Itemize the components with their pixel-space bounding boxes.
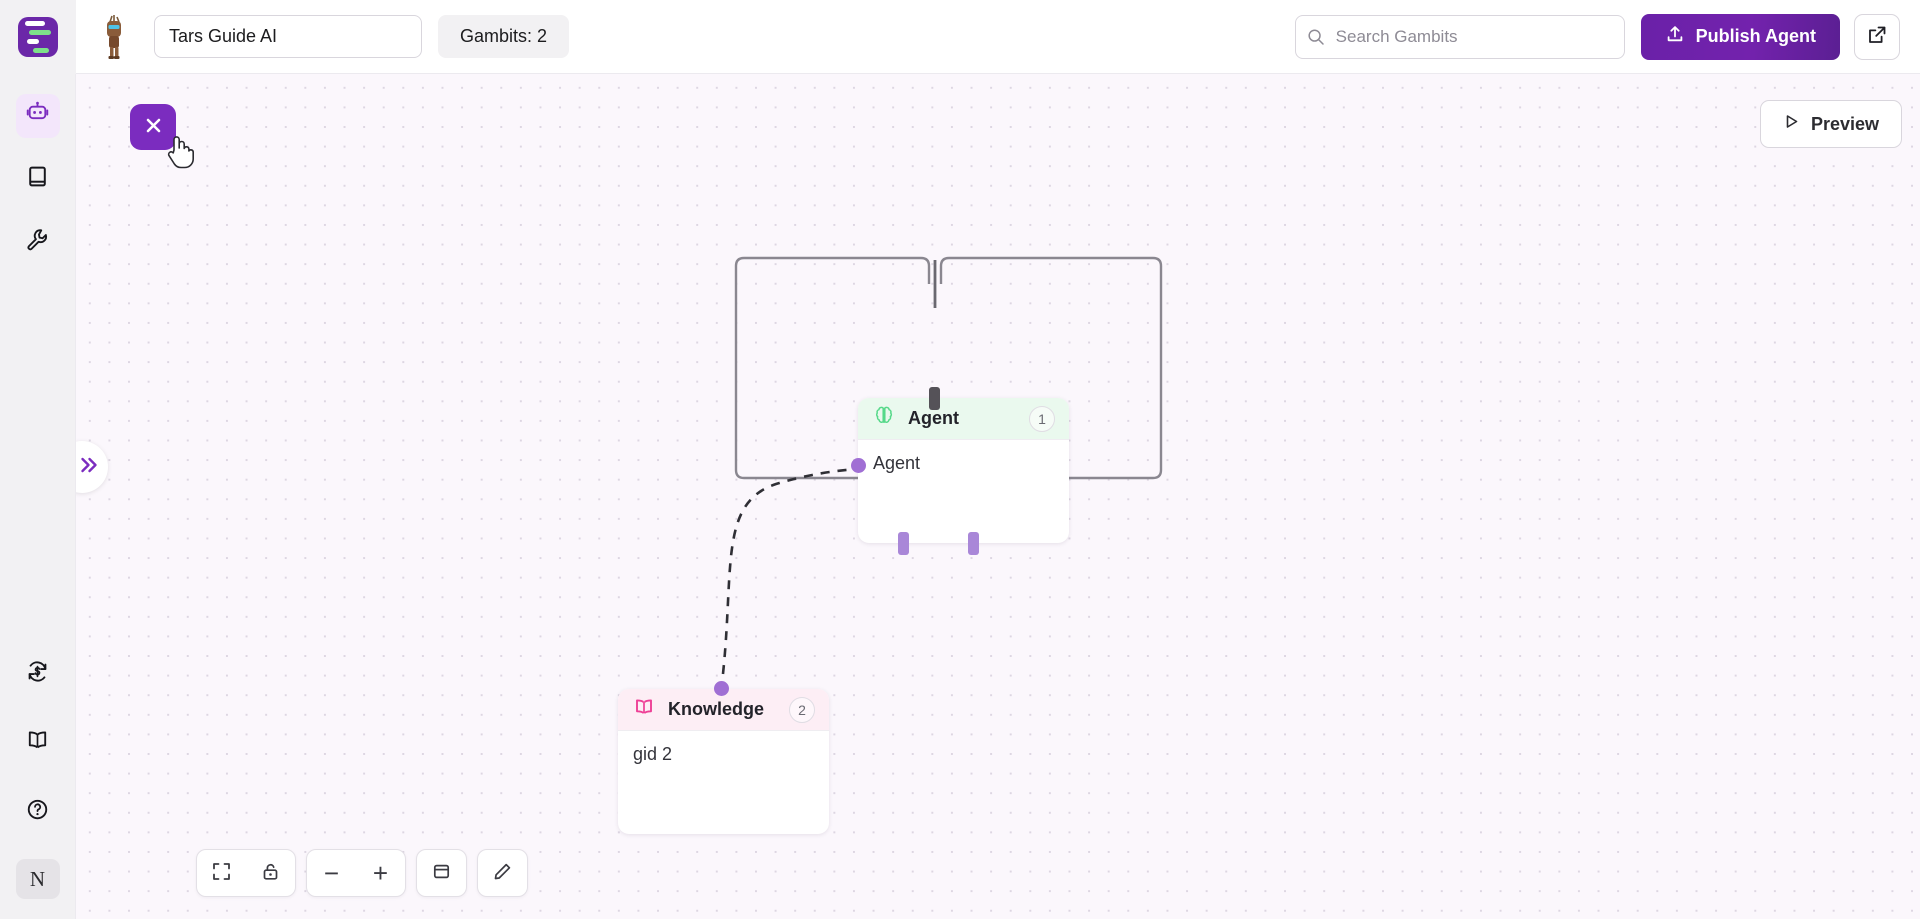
node-agent-header: Agent 1 [858,398,1069,439]
flow-canvas[interactable]: Agent 1 Agent Knowledge 2 gid 2 [76,74,1920,919]
node-agent-badge: 1 [1029,405,1055,432]
dollar-refresh-icon [25,659,50,689]
node-knowledge-header: Knowledge 2 [618,689,829,730]
toolbar-group-view [196,849,296,897]
agent-name-input[interactable] [154,15,422,58]
gambits-count-chip: Gambits: 2 [438,15,570,58]
agent-target-handle-left[interactable] [851,458,866,473]
app-logo[interactable] [0,0,76,74]
search-input[interactable] [1294,14,1625,59]
user-avatar-button[interactable]: N [15,859,60,899]
robot-icon [25,101,50,131]
close-x-icon [143,115,164,139]
user-initial: N [29,866,46,891]
toggle-minimap-button[interactable] [417,850,466,896]
play-triangle-icon [1783,113,1800,135]
node-knowledge-badge: 2 [789,696,815,723]
chevron-double-right-icon [77,453,101,482]
toolbar-group-zoom: − + [306,849,406,897]
knowledge-source-handle-top[interactable] [714,681,729,696]
book-closed-icon [25,164,50,194]
external-link-icon [1866,24,1888,49]
top-header: Gambits: 2 Publish Agent [0,0,1920,74]
node-agent-title: Agent [908,408,959,428]
toolbar-group-edit [477,849,528,897]
lock-toggle-button[interactable] [246,850,295,896]
agent-source-handle-bottom-1[interactable] [898,532,909,555]
preview-button[interactable]: Preview [1759,100,1902,148]
plus-icon: + [372,858,389,888]
robot-avatar-icon [92,12,136,62]
group-frame-right [939,256,1163,480]
publish-agent-button[interactable]: Publish Agent [1640,13,1840,60]
unlock-icon [261,862,280,884]
sidebar-item-tools[interactable] [16,220,60,264]
wrench-icon [25,227,50,257]
node-agent-body: Agent [858,439,1069,543]
node-knowledge[interactable]: Knowledge 2 gid 2 [618,681,829,834]
left-sidebar-rail: N [0,74,76,919]
sidebar-item-agents[interactable] [15,94,60,138]
edge-knowledge-to-agent-visible [719,467,930,692]
sidebar-bottom-group: N [15,652,60,899]
zoom-in-button[interactable]: + [356,850,405,896]
search-gambits-field[interactable] [1294,14,1625,59]
fit-view-button[interactable] [197,850,246,896]
sidebar-item-billing[interactable] [16,652,60,696]
external-link-button[interactable] [1854,13,1900,60]
edit-mode-button[interactable] [478,850,527,896]
sidebar-item-docs[interactable] [16,721,60,765]
sidebar-top-group [15,94,60,264]
flow-edges-layer [719,256,1163,692]
group-frame-left-bottom [734,284,929,480]
sidebar-item-help[interactable] [16,790,60,834]
canvas-toolbar: − + [196,849,528,897]
agent-target-handle-top[interactable] [929,387,940,410]
toolbar-group-minimap [416,849,467,897]
node-knowledge-title: Knowledge [668,699,765,719]
preview-label: Preview [1810,113,1879,134]
open-book-icon [25,728,50,758]
brain-icon [872,404,896,433]
sidebar-item-library[interactable] [16,157,60,201]
node-agent[interactable]: Agent 1 Agent [851,387,1069,555]
open-book-icon [632,695,656,724]
upload-icon [1665,24,1685,49]
app-logo-icon [18,16,58,57]
minimap-icon [432,862,451,884]
node-knowledge-body: gid 2 [618,730,829,834]
zoom-out-button[interactable]: − [307,850,356,896]
minus-icon: − [323,858,340,888]
fit-view-icon [212,862,231,884]
publish-agent-label: Publish Agent [1695,26,1816,46]
agent-source-handle-bottom-2[interactable] [968,532,979,555]
close-panel-button[interactable] [130,104,176,150]
help-circle-icon [25,797,50,827]
group-frame-left-top [734,256,931,284]
pencil-icon [493,862,512,884]
